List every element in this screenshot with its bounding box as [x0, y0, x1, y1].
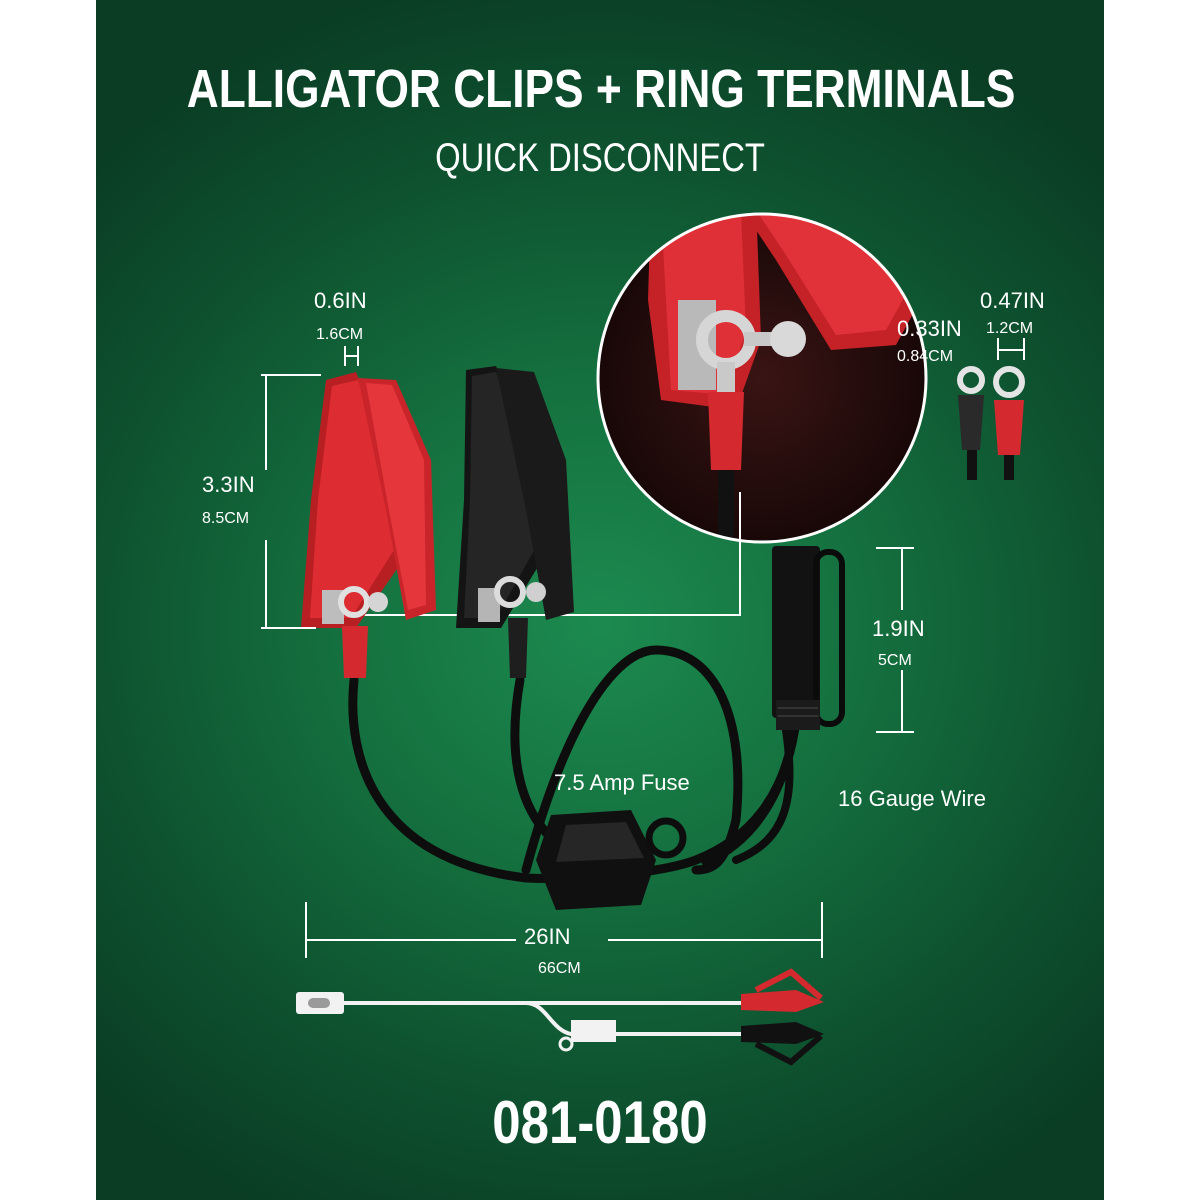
cable-schematic — [296, 968, 824, 1066]
sae-connector — [772, 546, 845, 730]
page-title: ALLIGATOR CLIPS + RING TERMINALS — [186, 59, 1016, 119]
ring-small-metric: 0.84CM — [897, 348, 954, 365]
zoom-detail-circle — [596, 212, 928, 544]
wire-gauge-label: 16 Gauge Wire — [838, 786, 986, 811]
cable-length-metric: 66CM — [538, 960, 581, 977]
black-alligator-clip — [456, 366, 574, 678]
product-panel: ALLIGATOR CLIPS + RING TERMINALS QUICK D… — [96, 0, 1104, 1200]
ring-large-metric: 1.2CM — [986, 320, 1034, 337]
fuse-holder — [536, 810, 687, 910]
clip-length-metric: 8.5CM — [202, 510, 250, 527]
part-number: 081-0180 — [492, 1089, 708, 1156]
product-illustration — [261, 212, 1025, 1066]
fuse-label: 7.5 Amp Fuse — [554, 770, 690, 795]
page-subtitle: QUICK DISCONNECT — [435, 136, 765, 180]
ring-small-imperial: 0.33IN — [897, 316, 962, 341]
red-alligator-clip — [301, 372, 436, 678]
connector-length-metric: 5CM — [878, 652, 912, 669]
ring-terminals-detail — [957, 366, 1025, 480]
clip-length-imperial: 3.3IN — [202, 472, 255, 497]
cable-length-imperial: 26IN — [524, 924, 571, 949]
connector-length-imperial: 1.9IN — [872, 616, 925, 641]
clip-jaw-width-metric: 1.6CM — [316, 326, 364, 343]
ring-large-imperial: 0.47IN — [980, 288, 1045, 313]
clip-jaw-width-imperial: 0.6IN — [314, 288, 367, 313]
